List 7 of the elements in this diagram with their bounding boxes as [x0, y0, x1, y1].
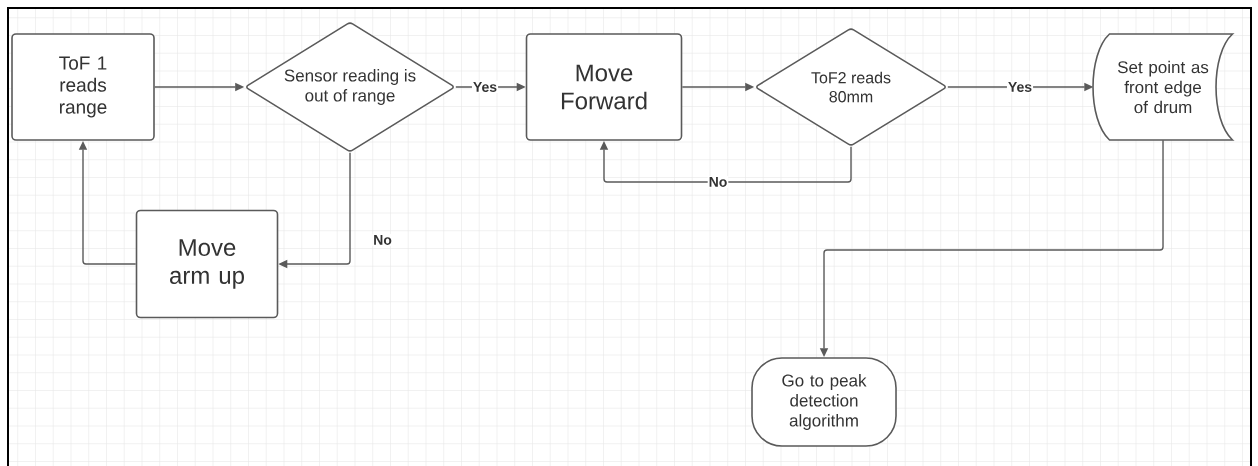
edge-label: Yes [471, 81, 499, 93]
edge-label: No [372, 234, 393, 246]
process-box: Move Forward [525, 33, 683, 141]
process-box: ToF 1 reads range [11, 33, 155, 141]
edge-label: Yes [1006, 81, 1034, 93]
edge-label: No [707, 176, 729, 188]
process-box: Move arm up [135, 209, 279, 319]
